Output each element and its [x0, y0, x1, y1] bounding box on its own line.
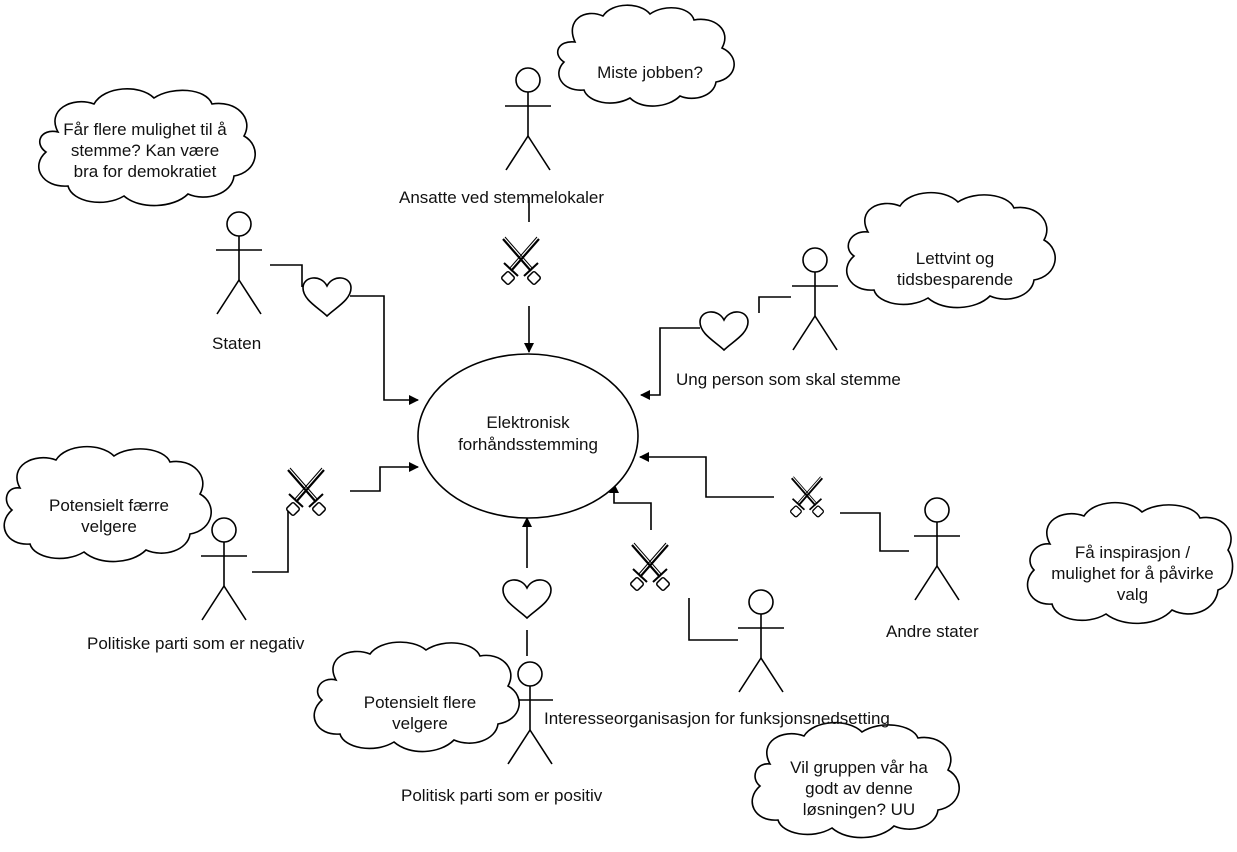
- cloud-text-lettvint: Lettvint og tidsbesparende: [860, 248, 1050, 290]
- cloud-lettvint: [845, 191, 1056, 309]
- connectors: [252, 197, 909, 656]
- cloud-line: Lettvint og: [915, 249, 995, 268]
- cloud-faerre: [3, 445, 212, 563]
- use-case-ellipse: [417, 353, 639, 519]
- actor-label-andre: Andre stater: [886, 622, 979, 641]
- cloud-text-staten: Får flere mulighet til å stemme? Kan vær…: [30, 119, 260, 182]
- actor-label-ansatte: Ansatte ved stemmelokaler: [399, 188, 605, 207]
- actor-label-ung: Ung person som skal stemme: [676, 370, 901, 389]
- heart-icon: [302, 277, 352, 317]
- cloud-miste: [556, 4, 735, 107]
- cloud-line: tidsbesparende: [896, 270, 1014, 289]
- cloud-line: stemme? Kan være: [70, 141, 220, 160]
- actor-staten-figure: [215, 211, 263, 315]
- use-case-title-line2: forhåndsstemming: [458, 435, 598, 454]
- cloud-line: Potensielt færre: [49, 496, 169, 515]
- cloud-gruppen: [751, 721, 960, 839]
- use-case-title-line1: Elektronisk: [486, 413, 570, 432]
- actor-label-staten: Staten: [212, 334, 262, 353]
- cloud-flere: [313, 641, 520, 753]
- cloud-text-inspirasjon: Få inspirasjon / mulighet for å påvirke …: [1035, 542, 1230, 605]
- heart-icon: [502, 579, 552, 619]
- cloud-line: løsningen? UU: [802, 800, 916, 819]
- cloud-line: Får flere mulighet til å: [63, 120, 227, 139]
- crossed-swords-icon: [499, 235, 543, 287]
- actor-ansatte-figure: [504, 67, 552, 171]
- actor-interesse-figure: [737, 589, 785, 693]
- cloud-staten: [38, 88, 256, 207]
- cloud-text-faerre: Potensielt færre velgere: [14, 495, 204, 537]
- cloud-line: godt av denne: [805, 779, 913, 798]
- cloud-inspirasjon: [1026, 501, 1234, 625]
- cloud-line: velgere: [81, 517, 137, 536]
- actor-negativ-figure: [200, 517, 248, 621]
- cloud-text-miste: Miste jobben?: [570, 62, 730, 83]
- cloud-line: velgere: [392, 714, 448, 733]
- cloud-line: Potensielt flere: [363, 693, 477, 712]
- heart-icon: [699, 311, 749, 351]
- cloud-text-gruppen: Vil gruppen vår ha godt av denne løsning…: [764, 757, 954, 820]
- actor-label-positiv: Politisk parti som er positiv: [401, 786, 603, 805]
- crossed-swords-icon: [628, 541, 672, 593]
- cloud-text-flere: Potensielt flere velgere: [330, 692, 510, 734]
- actor-ung-figure: [791, 247, 839, 351]
- crossed-swords-icon: [284, 466, 328, 518]
- cloud-line: valg: [1116, 585, 1149, 604]
- cloud-line: Vil gruppen vår ha: [790, 758, 928, 777]
- cloud-line: Få inspirasjon /: [1074, 543, 1191, 562]
- actor-label-negativ: Politiske parti som er negativ: [87, 634, 305, 653]
- actor-label-interesse: Interesseorganisasjon for funksjonsnedse…: [544, 709, 890, 728]
- cloud-line: bra for demokratiet: [73, 162, 217, 181]
- actor-andre-figure: [913, 497, 961, 601]
- cloud-line: mulighet for å påvirke: [1051, 564, 1214, 583]
- use-case-title: Elektronisk forhåndsstemming: [418, 412, 638, 456]
- cloud-line: Miste jobben?: [597, 63, 703, 82]
- crossed-swords-icon: [789, 475, 825, 519]
